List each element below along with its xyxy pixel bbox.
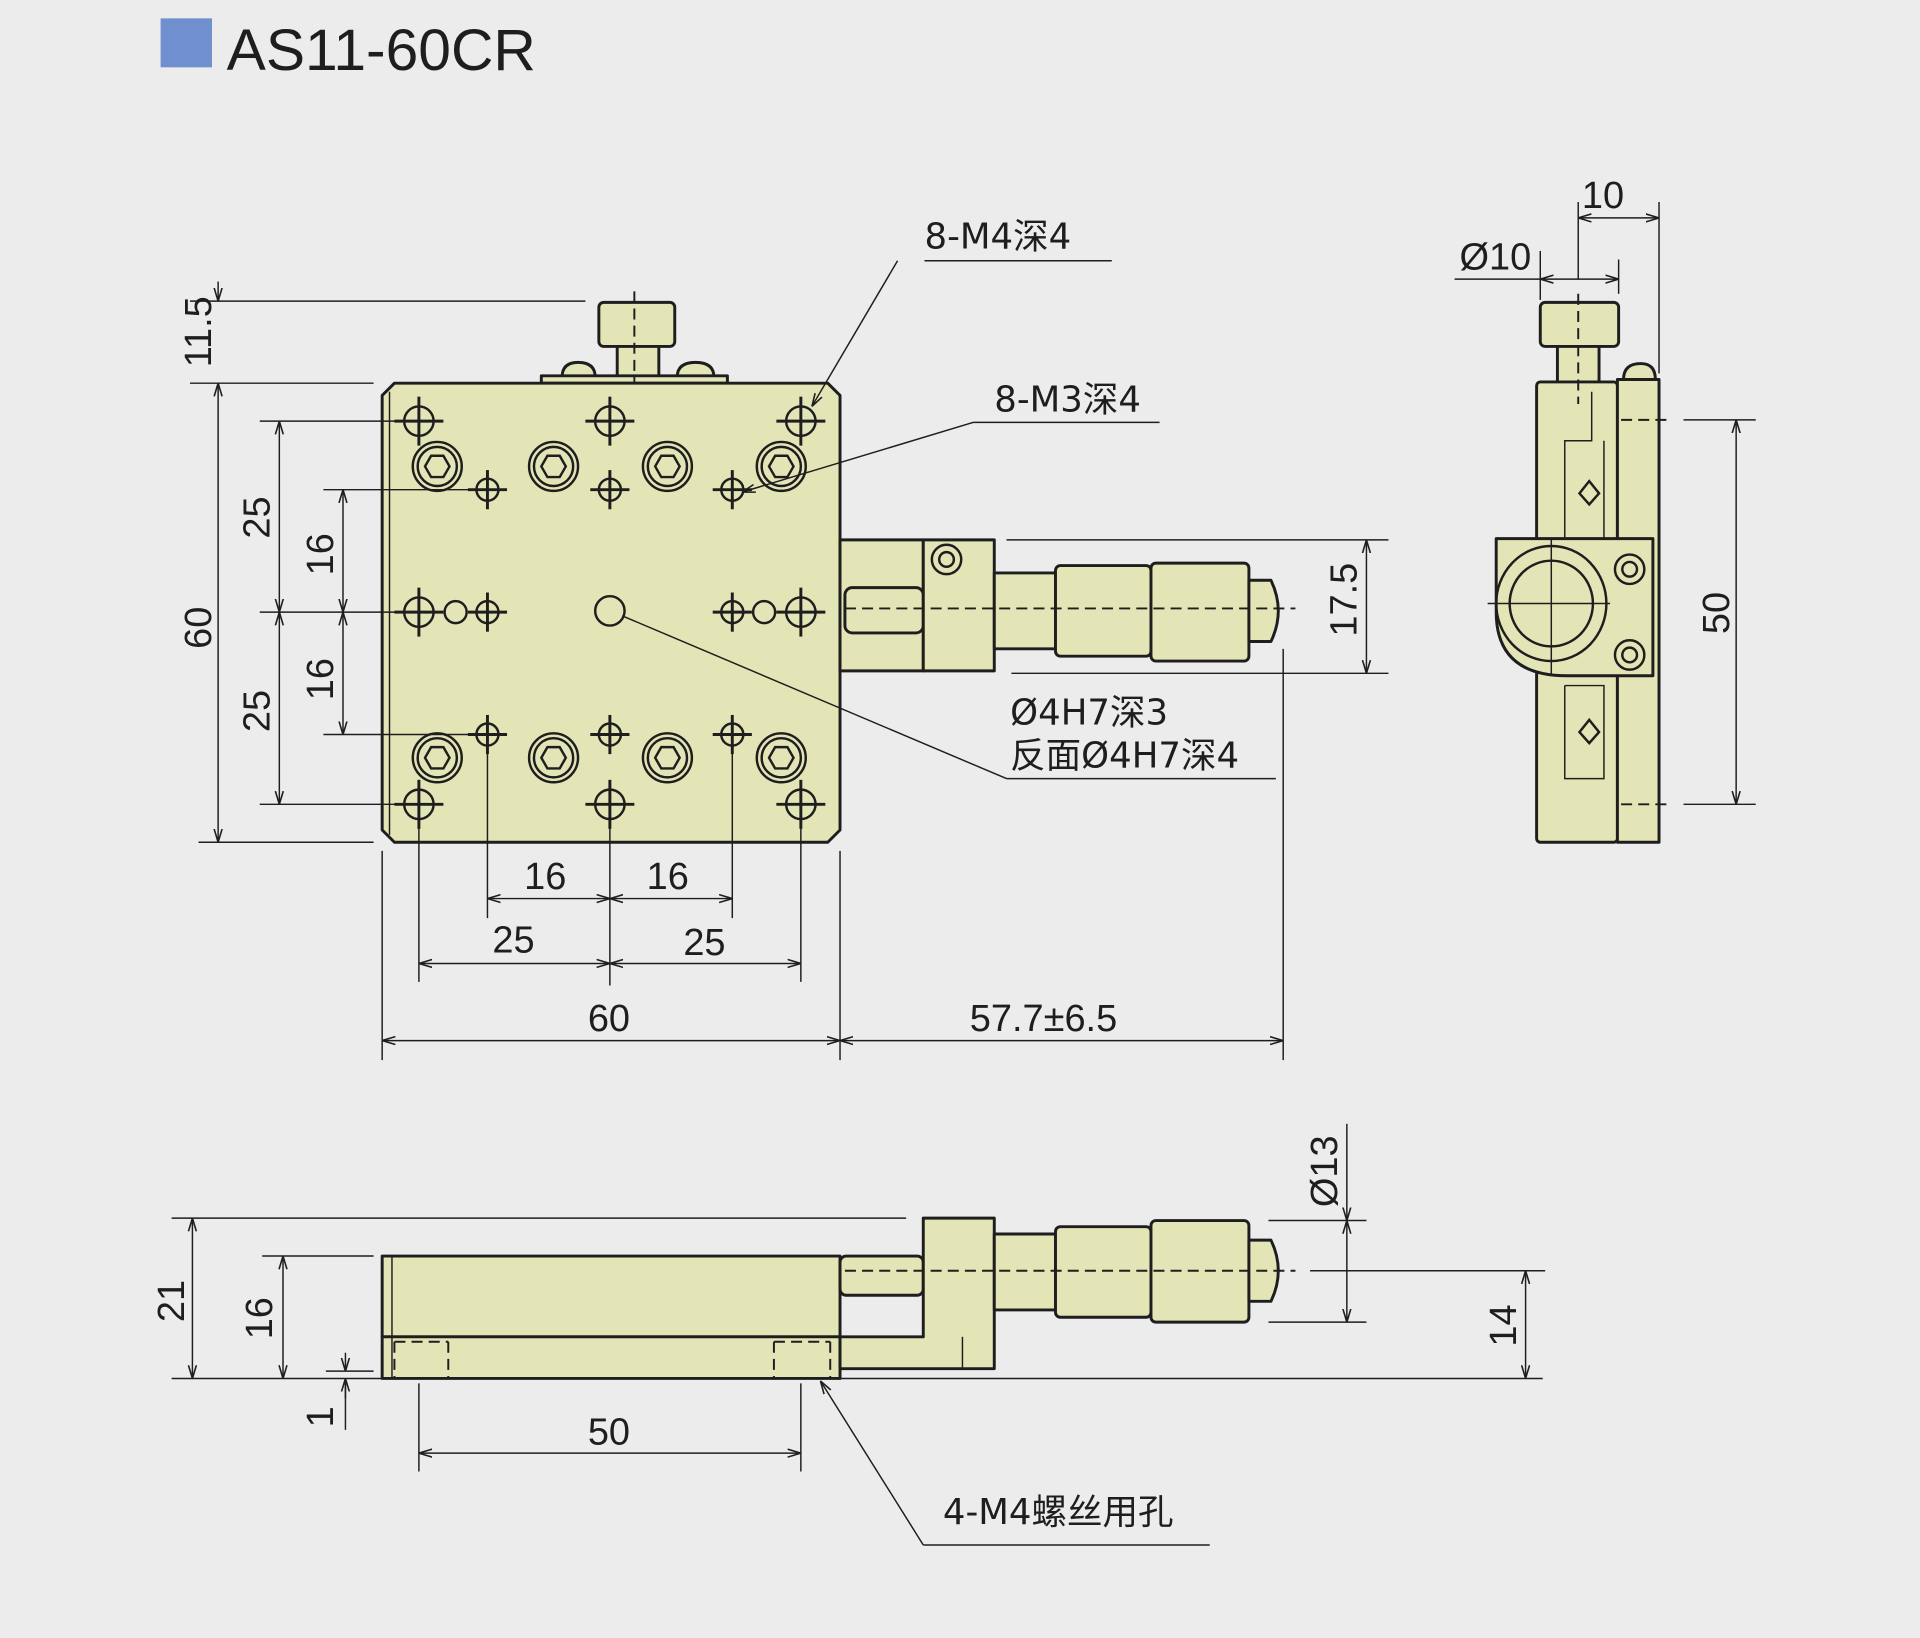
dim-gap: 1 [300,1406,342,1427]
dim-total-height: 21 [151,1280,193,1322]
callout-m4: 8-M4深4 [924,217,1071,258]
dim-knob-height: 11.5 [178,296,220,367]
callout-m3: 8-M3深4 [994,379,1141,420]
dim-v-small-b: 16 [300,658,342,700]
callout-mount: 4-M4螺丝用孔 [943,1492,1174,1533]
top-view-dimensions: 11.5 60 25 25 16 16 16 16 25 25 60 57.7±… [178,281,1389,1061]
title-marker [160,18,213,68]
dim-v-pitch-a: 25 [237,496,279,538]
dim-v-pitch-b: 25 [237,690,279,732]
callout-pin-back: 反面Ø4H7深4 [1010,736,1239,777]
side-view [1487,293,1668,844]
dim-knob-offset: 10 [1582,175,1624,217]
dim-micrometer-offset: 17.5 [1324,563,1366,637]
dim-mount-pitch: 50 [588,1412,630,1454]
callouts: 8-M4深4 8-M3深4 Ø4H7深3 反面Ø4H7深4 [621,217,1276,780]
dim-height: 60 [178,607,220,649]
dim-width: 60 [588,998,630,1040]
dim-axis-height: 14 [1483,1304,1525,1346]
front-view [380,1216,1296,1380]
side-view-dimensions: 10 Ø10 50 [1454,175,1756,806]
drawing-title: AS11-60CR [227,18,536,83]
dim-hole-pitch: 50 [1696,592,1738,634]
dim-h-pitch-a: 25 [492,919,534,961]
top-view [380,291,1296,844]
front-view-dimensions: 21 16 1 50 Ø13 14 4-M4螺丝用孔 [151,1123,1546,1546]
dim-knob-dia: Ø10 [1459,236,1531,278]
callout-pin-front: Ø4H7深3 [1010,693,1168,734]
dim-travel: 57.7±6.5 [970,998,1117,1040]
dim-h-small-a: 16 [524,856,566,898]
dim-v-small-a: 16 [300,533,342,575]
dim-h-pitch-b: 25 [683,922,725,964]
dim-h-small-b: 16 [647,856,689,898]
dim-thimble-dia: Ø13 [1304,1135,1346,1207]
dim-plate-height: 16 [239,1297,281,1339]
